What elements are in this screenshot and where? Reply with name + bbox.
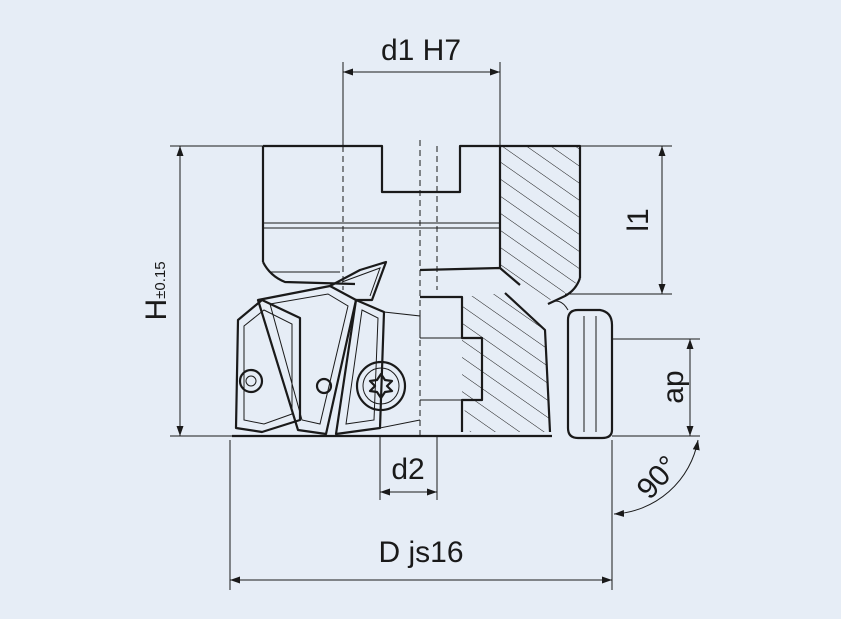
l1-label: l1: [622, 208, 655, 231]
cutting-inserts: [234, 260, 421, 436]
dimension-lines: [176, 68, 700, 584]
ap-label: ap: [657, 370, 690, 403]
H-tolerance-label: ±0.15: [152, 261, 169, 298]
d1-label: d1 H7: [381, 34, 461, 67]
D-label: D js16: [378, 536, 463, 569]
H-label: H: [140, 299, 173, 321]
cutter-body: [232, 144, 614, 440]
hidden-lines: [342, 140, 438, 436]
svg-text:H±0.15: H±0.15: [140, 261, 173, 320]
extension-lines: [170, 62, 700, 590]
dimension-labels: d1 H7 H±0.15 l1 ap d2 90° D js16: [140, 34, 690, 569]
d2-label: d2: [391, 453, 424, 486]
angle-label: 90°: [630, 450, 685, 506]
angle-arc: [613, 439, 700, 517]
